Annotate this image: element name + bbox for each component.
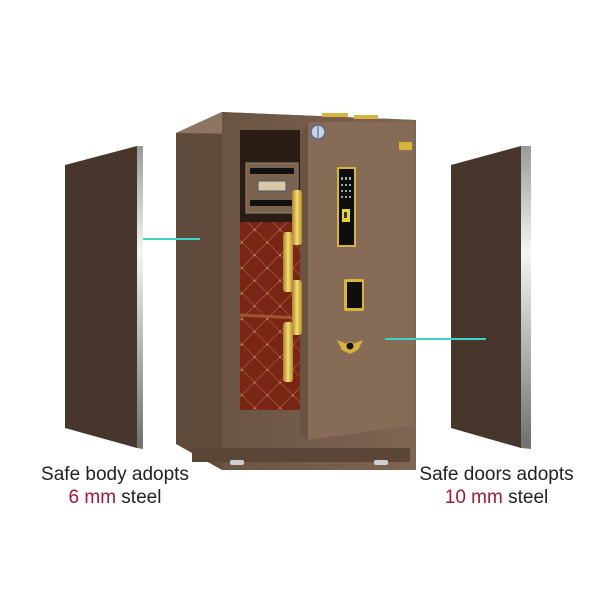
body-caption-suffix: steel xyxy=(116,487,162,508)
door-caption: Safe doors adopts 10 mm steel xyxy=(404,463,589,509)
dial-lock-icon xyxy=(310,124,326,140)
fingerprint-icon xyxy=(342,209,350,222)
keypad-icon xyxy=(337,167,356,247)
handle-icon xyxy=(344,279,364,311)
body-caption-line1: Safe body adopts xyxy=(41,464,189,485)
keyhole-icon xyxy=(337,340,363,354)
body-thickness-value: 6 mm xyxy=(68,487,117,508)
door-caption-suffix: steel xyxy=(502,487,549,508)
door-caption-line1: Safe doors adopts xyxy=(419,464,574,485)
door-thickness-value: 10 mm xyxy=(444,487,503,508)
door-steel-plate xyxy=(451,146,531,449)
body-caption: Safe body adopts 6 mm steel xyxy=(25,463,205,509)
body-steel-plate xyxy=(65,146,143,449)
safe-door xyxy=(283,113,414,440)
